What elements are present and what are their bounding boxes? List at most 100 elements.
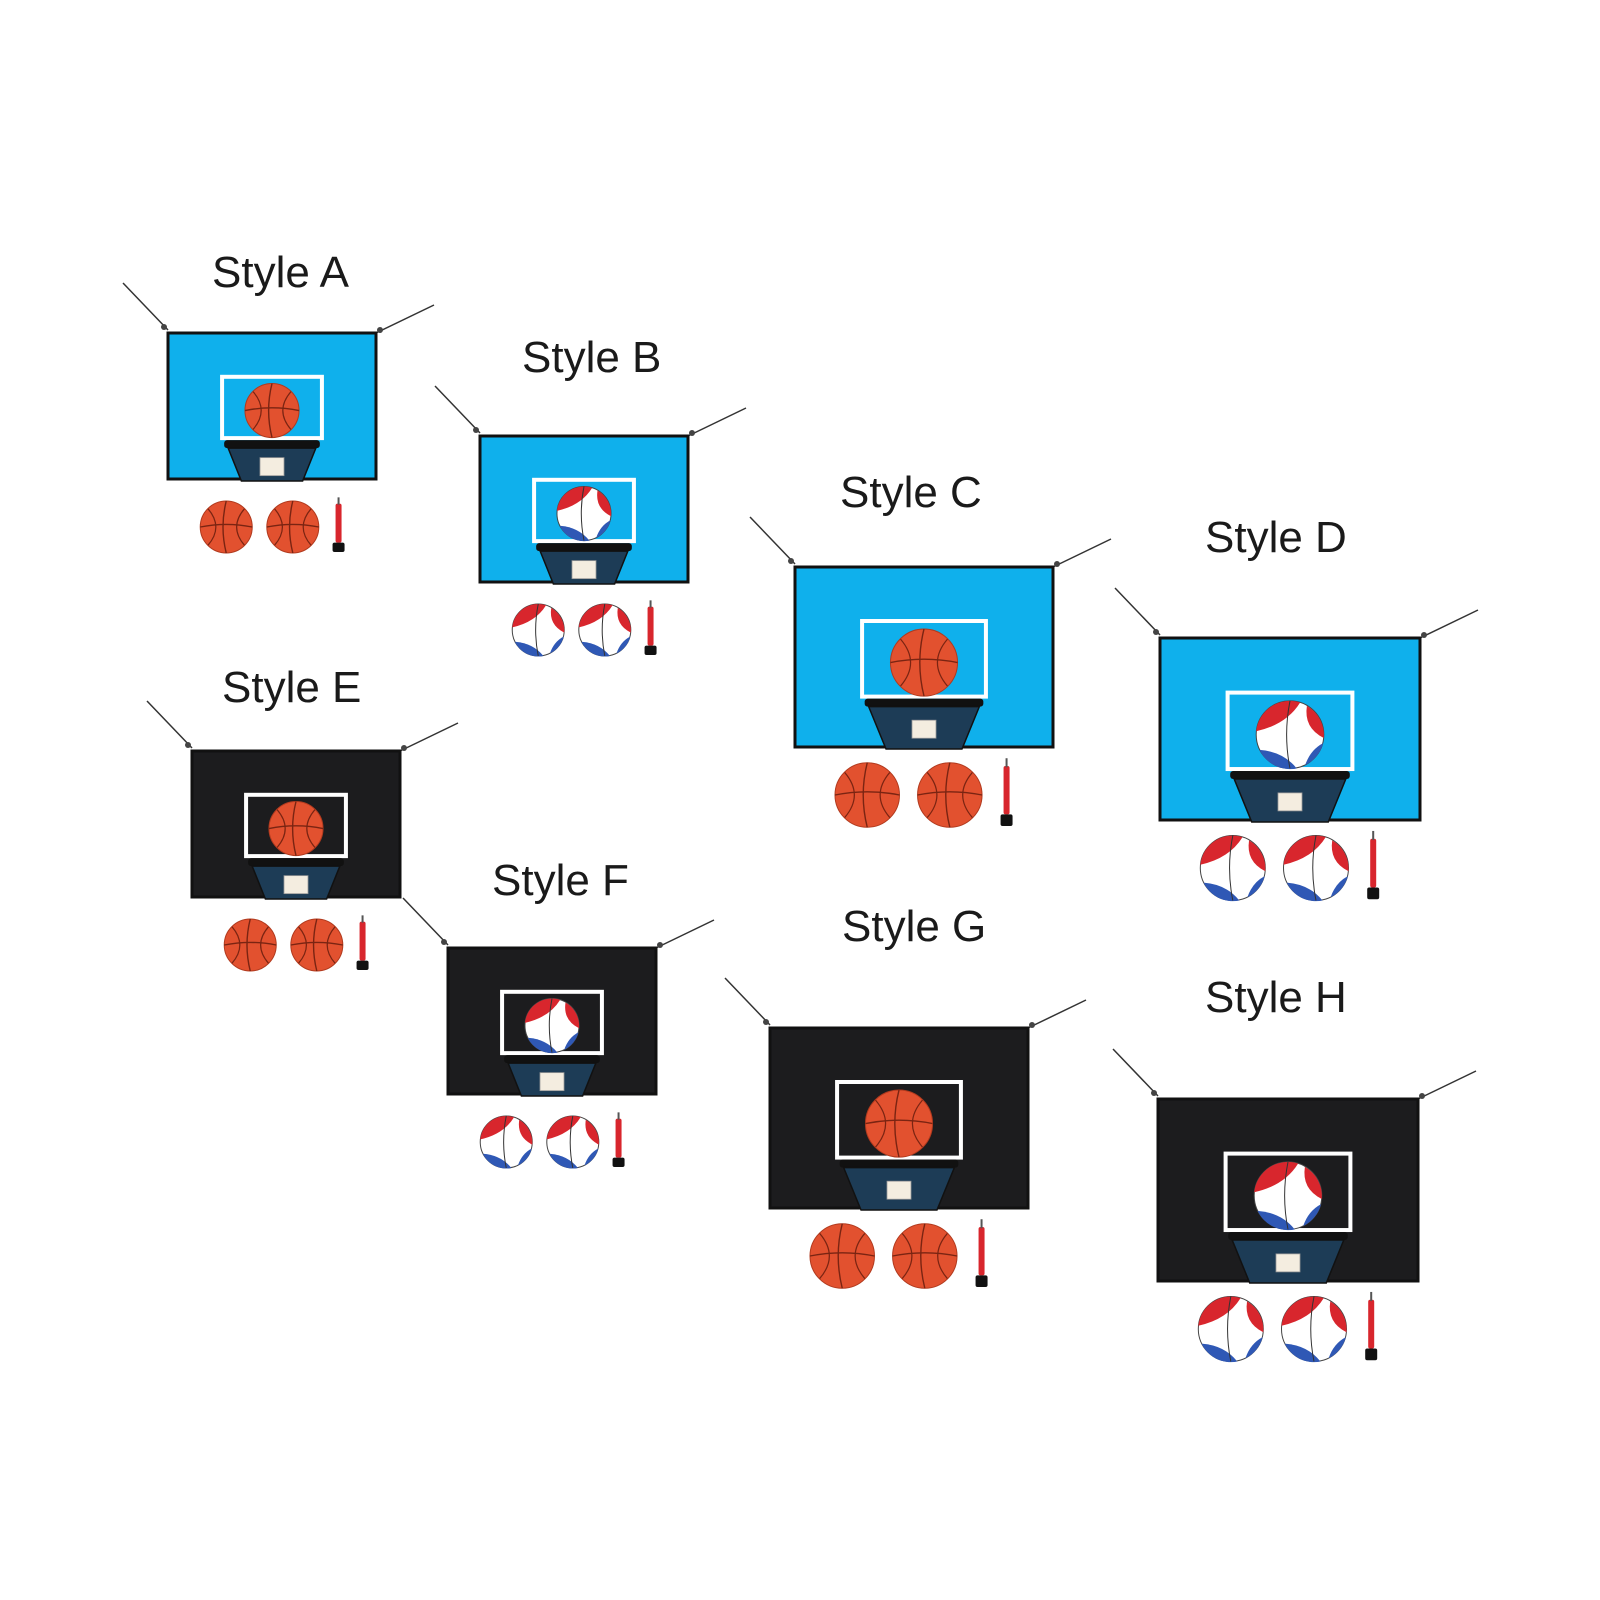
hand-pump-icon: [356, 915, 369, 970]
red-white-blue-basketball-icon: [1283, 835, 1349, 902]
target-square: [244, 792, 348, 859]
bungee-cord-left: [122, 282, 169, 331]
orange-basketball-icon: [244, 382, 300, 439]
hook-icon: [788, 558, 794, 564]
bungee-cord-right: [399, 722, 459, 752]
hook-icon: [689, 430, 695, 436]
hook-icon: [401, 745, 407, 751]
bungee-cord-right: [1052, 538, 1112, 568]
rim: [864, 698, 984, 707]
net-tag: [571, 560, 597, 580]
hand-pump-icon: [1367, 830, 1380, 900]
rim: [224, 440, 320, 449]
hook-icon: [1153, 629, 1159, 635]
orange-basketball-icon: [223, 918, 277, 972]
hook-icon: [473, 427, 479, 433]
style-label: Style F: [492, 856, 629, 905]
red-white-blue-basketball-icon: [1253, 1161, 1323, 1231]
rim: [248, 858, 344, 867]
bungee-cord-left: [402, 897, 449, 946]
hook-icon: [441, 939, 447, 945]
bungee-cord-left: [1112, 1048, 1159, 1097]
hook-icon: [1054, 561, 1060, 567]
hook-icon: [1421, 632, 1427, 638]
bungee-cord-right: [655, 919, 715, 949]
hook-icon: [1419, 1093, 1425, 1099]
bungee-cord-left: [1114, 587, 1161, 636]
red-white-blue-basketball-icon: [479, 1115, 533, 1169]
orange-basketball-icon: [834, 762, 900, 828]
hook-icon: [763, 1019, 769, 1025]
orange-basketball-icon: [864, 1089, 934, 1158]
orange-basketball-icon: [917, 762, 983, 828]
target-square: [500, 989, 604, 1056]
bungee-cord-right: [1417, 1070, 1477, 1100]
red-white-blue-basketball-icon: [1281, 1296, 1347, 1363]
style-label: Style A: [212, 248, 349, 297]
hook-icon: [161, 324, 167, 330]
net-tag: [539, 1072, 565, 1092]
style-label: Style D: [1205, 513, 1347, 562]
hand-pump-icon: [612, 1112, 625, 1167]
orange-basketball-icon: [266, 500, 320, 554]
net-tag: [259, 457, 285, 477]
bungee-cord-right: [375, 304, 435, 334]
net-tag: [1275, 1253, 1301, 1273]
orange-basketball-icon: [268, 800, 324, 857]
target-square: [220, 374, 324, 441]
hand-pump-icon: [1365, 1291, 1378, 1361]
net-tag: [886, 1180, 912, 1200]
red-white-blue-basketball-icon: [1199, 835, 1266, 902]
bungee-cord-left: [724, 977, 771, 1026]
target-square: [532, 477, 636, 544]
bungee-cord-left: [146, 700, 193, 749]
bungee-cord-left: [749, 516, 796, 565]
bungee-cord-right: [1027, 999, 1087, 1029]
rim: [1230, 771, 1350, 780]
rim: [536, 543, 632, 552]
hand-pump-icon: [975, 1219, 988, 1287]
bungee-cord-left: [434, 385, 481, 434]
orange-basketball-icon: [199, 500, 253, 554]
red-white-blue-basketball-icon: [524, 997, 580, 1054]
hand-pump-icon: [332, 497, 345, 552]
rim: [504, 1055, 600, 1064]
hook-icon: [657, 942, 663, 948]
style-label: Style B: [522, 333, 662, 382]
hook-icon: [1029, 1022, 1035, 1028]
red-white-blue-basketball-icon: [511, 603, 565, 657]
hook-icon: [377, 327, 383, 333]
bungee-cord-right: [1419, 609, 1479, 639]
backboard: [1156, 1097, 1420, 1283]
style-label: Style G: [842, 902, 987, 951]
red-white-blue-basketball-icon: [578, 603, 632, 657]
net-tag: [1277, 792, 1303, 812]
style-label: Style C: [840, 468, 982, 517]
orange-basketball-icon: [892, 1223, 958, 1289]
hand-pump-icon: [1000, 758, 1013, 826]
hook-icon: [185, 742, 191, 748]
rim: [839, 1159, 959, 1168]
red-white-blue-basketball-icon: [1255, 700, 1325, 770]
red-white-blue-basketball-icon: [546, 1115, 600, 1169]
orange-basketball-icon: [809, 1223, 875, 1289]
style-label: Style H: [1205, 973, 1347, 1022]
orange-basketball-icon: [889, 628, 959, 697]
net-tag: [911, 719, 937, 739]
hand-pump-icon: [644, 600, 657, 655]
bungee-cord-right: [687, 407, 747, 437]
hook-icon: [1151, 1090, 1157, 1096]
style-label: Style E: [222, 663, 362, 712]
orange-basketball-icon: [290, 918, 344, 972]
rim: [1228, 1232, 1348, 1241]
net-tag: [283, 875, 309, 895]
red-white-blue-basketball-icon: [556, 485, 612, 542]
red-white-blue-basketball-icon: [1197, 1296, 1264, 1363]
